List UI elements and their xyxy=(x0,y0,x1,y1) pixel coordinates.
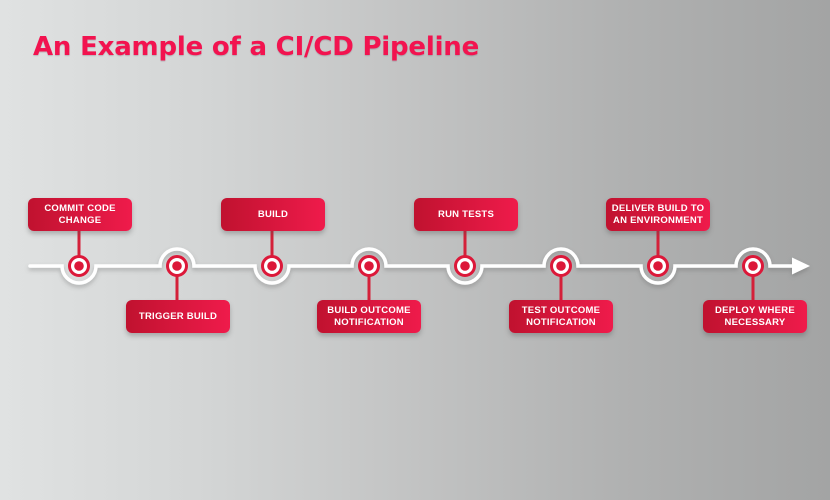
pipeline-step-deploy: DEPLOY WHERE NECESSARY xyxy=(703,300,807,333)
node-run-tests xyxy=(454,255,476,277)
page-title: An Example of a CI/CD Pipeline xyxy=(33,32,480,62)
node-deploy xyxy=(742,255,764,277)
node-commit-code-change xyxy=(68,255,90,277)
pipeline-step-deliver-build: DELIVER BUILD TO AN ENVIRONMENT xyxy=(606,198,710,231)
pipeline-step-commit-code-change: COMMIT CODE CHANGE xyxy=(28,198,132,231)
node-build xyxy=(261,255,283,277)
timeline-line xyxy=(28,247,795,285)
pipeline-step-trigger-build: TRIGGER BUILD xyxy=(126,300,230,333)
node-test-outcome-notification xyxy=(550,255,572,277)
node-trigger-build xyxy=(166,255,188,277)
timeline-nodes xyxy=(68,255,764,277)
pipeline-step-test-outcome-notification: TEST OUTCOME NOTIFICATION xyxy=(509,300,613,333)
node-deliver-build xyxy=(647,255,669,277)
pipeline-step-build: BUILD xyxy=(221,198,325,231)
pipeline-step-run-tests: RUN TESTS xyxy=(414,198,518,231)
pipeline-step-build-outcome-notification: BUILD OUTCOME NOTIFICATION xyxy=(317,300,421,333)
arrowhead-icon xyxy=(792,257,810,275)
node-build-outcome-notification xyxy=(358,255,380,277)
